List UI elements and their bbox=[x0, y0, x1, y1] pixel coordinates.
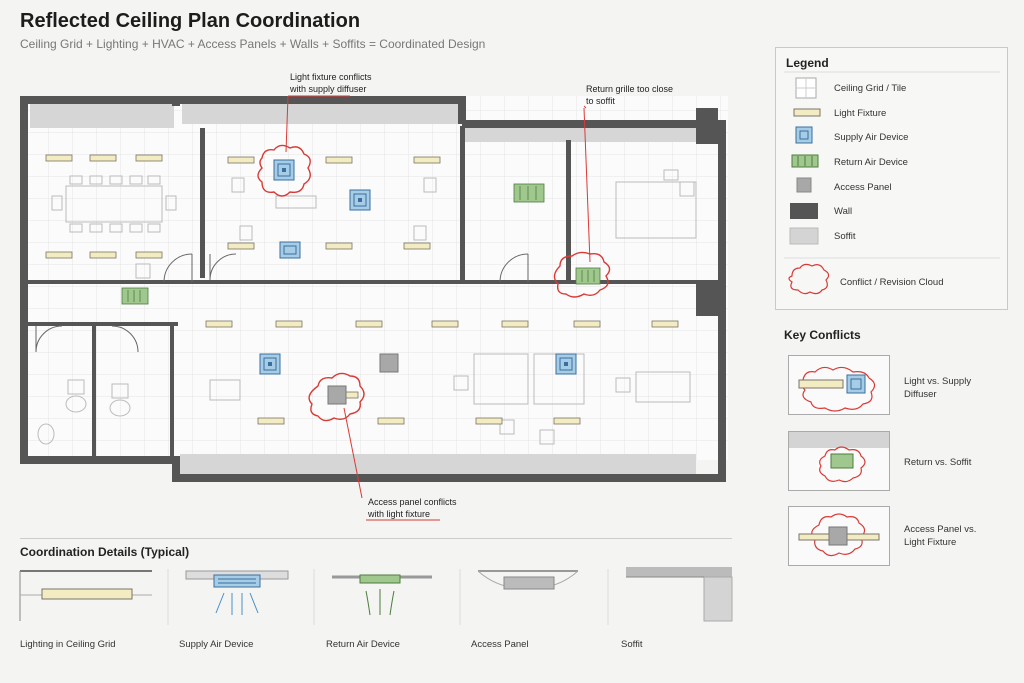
details-drawings bbox=[19, 567, 733, 625]
conflict-label: Return vs. Soffit bbox=[904, 456, 971, 469]
access-panel bbox=[379, 353, 399, 373]
return-air-icon bbox=[791, 154, 819, 168]
legend-label: Wall bbox=[834, 206, 853, 217]
callout-line: with supply diffuser bbox=[290, 84, 367, 94]
conflict-label: Access Panel vs. Light Fixture bbox=[904, 523, 976, 549]
soffit bbox=[180, 454, 696, 476]
access-panel-icon bbox=[796, 177, 812, 193]
legend-label: Ceiling Grid / Tile bbox=[834, 83, 907, 94]
conflict-thumb-access-light bbox=[788, 506, 890, 566]
access-panel-detail bbox=[477, 570, 579, 590]
conflict-label: Light vs. Supply Diffuser bbox=[904, 375, 971, 401]
page-title: Reflected Ceiling Plan Coordination bbox=[20, 10, 361, 32]
access-panel bbox=[327, 385, 347, 405]
return-detail bbox=[332, 574, 432, 616]
soffit-icon bbox=[789, 227, 819, 245]
details-title: Coordination Details (Typical) bbox=[20, 545, 190, 559]
supply-detail bbox=[185, 570, 289, 615]
conflict-label-line: Return vs. Soffit bbox=[904, 457, 972, 468]
detail-label: Return Air Device bbox=[326, 639, 400, 650]
conflict-label-line: Light vs. Supply bbox=[904, 376, 972, 387]
detail-label: Soffit bbox=[621, 639, 643, 650]
conflict-thumb-return-soffit bbox=[788, 431, 890, 491]
legend-label: Access Panel bbox=[834, 182, 892, 193]
legend-icons bbox=[784, 71, 1000, 295]
callout-line: Return grille too close bbox=[586, 84, 674, 94]
walls bbox=[20, 96, 726, 482]
furniture bbox=[37, 169, 697, 445]
soffit-detail bbox=[626, 567, 733, 622]
conflict-label-line: Access Panel vs. bbox=[904, 524, 977, 535]
conflict-thumb-light-supply bbox=[788, 355, 890, 415]
legend-label: Conflict / Revision Cloud bbox=[840, 277, 944, 288]
revision-clouds bbox=[257, 144, 611, 422]
callout-line: Light fixture conflicts bbox=[290, 72, 372, 82]
wall-icon bbox=[790, 203, 818, 219]
key-conflicts-title: Key Conflicts bbox=[784, 328, 861, 342]
return-grilles bbox=[121, 183, 601, 305]
soffit bbox=[30, 104, 174, 128]
light-fixture-icon bbox=[793, 108, 821, 117]
callout-light-supply: Light fixture conflicts with supply diff… bbox=[290, 71, 372, 95]
supply-diffusers bbox=[259, 159, 577, 375]
legend-label: Supply Air Device bbox=[834, 132, 909, 143]
callout-access-light: Access panel conflicts with light fixtur… bbox=[368, 496, 457, 520]
lighting-detail bbox=[19, 570, 152, 621]
legend-label: Soffit bbox=[834, 231, 856, 242]
page-subtitle: Ceiling Grid + Lighting + HVAC + Access … bbox=[20, 37, 486, 51]
revision-cloud-icon bbox=[788, 263, 830, 295]
callout-line: Access panel conflicts bbox=[368, 497, 457, 507]
supply-air-icon bbox=[795, 126, 813, 144]
conflict-label-line: Light Fixture bbox=[904, 537, 957, 548]
legend-title: Legend bbox=[786, 56, 829, 70]
callout-line: to soffit bbox=[586, 96, 615, 106]
detail-label: Lighting in Ceiling Grid bbox=[20, 639, 116, 650]
legend-label: Return Air Device bbox=[834, 157, 908, 168]
callout-return-soffit: Return grille too close to soffit bbox=[586, 83, 673, 107]
soffit bbox=[182, 104, 460, 124]
light-fixtures bbox=[45, 154, 679, 425]
detail-label: Supply Air Device bbox=[179, 639, 254, 650]
conflict-label-line: Diffuser bbox=[904, 389, 937, 400]
callout-line: with light fixture bbox=[368, 509, 431, 519]
detail-label: Access Panel bbox=[471, 639, 529, 650]
legend-label: Light Fixture bbox=[834, 108, 887, 119]
ceiling-grid-icon bbox=[795, 77, 817, 99]
